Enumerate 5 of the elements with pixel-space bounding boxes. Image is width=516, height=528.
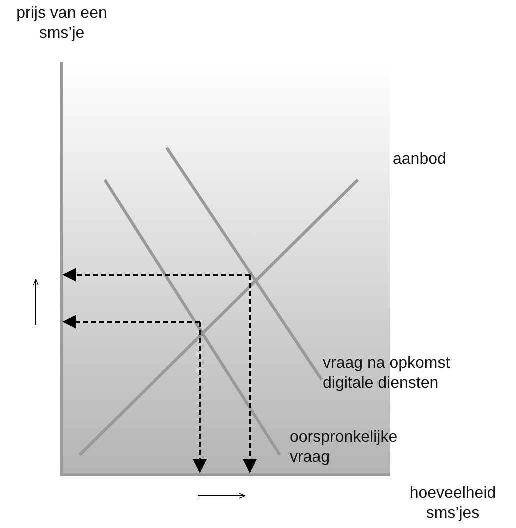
axis-label: prijs van een sms’je bbox=[16, 4, 108, 44]
curve-label: vraag na opkomst digitale diensten bbox=[323, 354, 452, 394]
axis-label: hoeveelheid sms’jes bbox=[408, 484, 498, 524]
curve-label: aanbod bbox=[393, 150, 448, 170]
curve-label: oorspronkelijke vraag bbox=[290, 428, 399, 468]
